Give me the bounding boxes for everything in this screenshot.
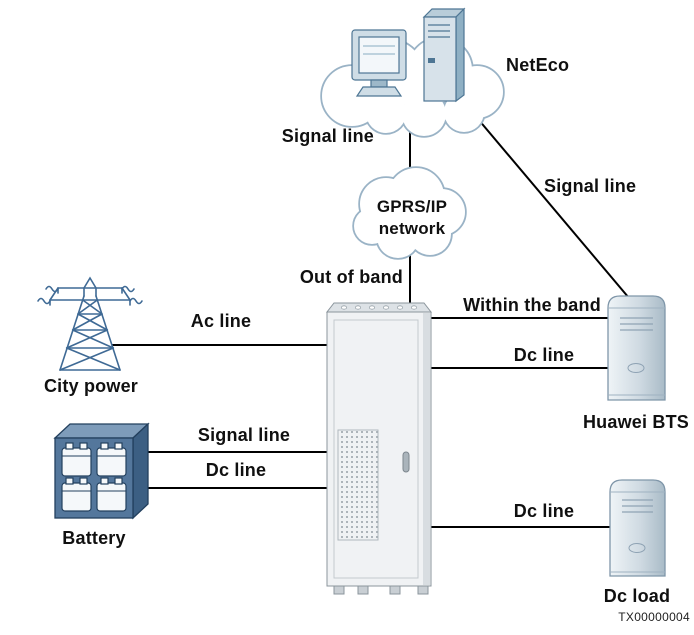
signal-line-battery-label: Signal line xyxy=(197,425,291,445)
signal-line-bts-label: Signal line xyxy=(544,176,637,196)
power-cabinet-icon xyxy=(325,302,433,595)
dc-load-label: Dc load xyxy=(603,586,671,606)
battery-label: Battery xyxy=(62,528,126,548)
neteco-label: NetEco xyxy=(506,55,570,75)
dc-line-battery-label: Dc line xyxy=(205,460,267,480)
gprs-network-label: GPRS/IP network xyxy=(376,197,448,238)
neteco-cloud-icon xyxy=(320,36,505,138)
cabinet-door-handle xyxy=(402,451,410,473)
battery-icon xyxy=(53,422,150,520)
dc-line-load-label: Dc line xyxy=(513,501,575,521)
dc-line-bts-label: Dc line xyxy=(513,345,575,365)
edge-neteco-bts-signal-line xyxy=(466,105,630,299)
cabinet-vent-grill xyxy=(337,429,379,541)
ac-line-label: Ac line xyxy=(190,311,252,331)
within-the-band-label: Within the band xyxy=(463,295,601,315)
huawei-bts-label: Huawei BTS xyxy=(582,412,690,432)
city-power-label: City power xyxy=(43,376,138,396)
transmission-tower-icon xyxy=(37,276,143,371)
signal-line-neteco-label: Signal line xyxy=(281,126,374,146)
figure-code: TX00000004 xyxy=(618,610,690,624)
huawei-bts-icon xyxy=(607,295,666,401)
dc-load-icon xyxy=(609,479,666,577)
connection-lines xyxy=(112,105,630,528)
out-of-band-label: Out of band xyxy=(299,267,403,287)
workstation-icon xyxy=(351,7,466,103)
